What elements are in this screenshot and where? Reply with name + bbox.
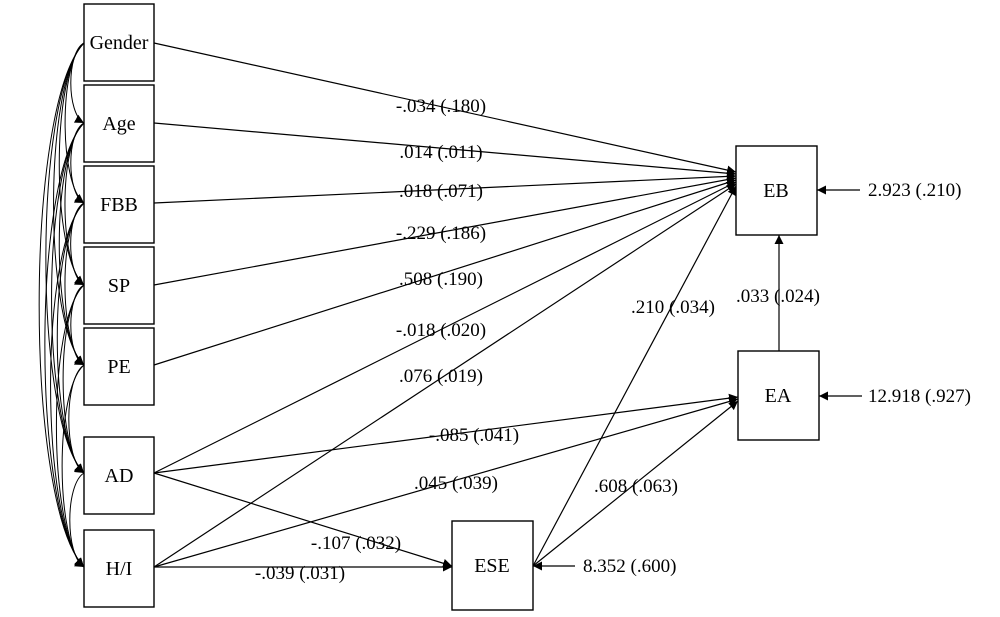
edge-label-ad-ese: -.107 (.032) (311, 533, 401, 554)
edge-label-ese-eb: .210 (.034) (631, 297, 715, 318)
node-label-ad: AD (105, 465, 134, 487)
edge-gender-eb (153, 42, 737, 175)
edge-age-eb (153, 122, 737, 178)
node-box-gender (83, 3, 155, 82)
edge-label-ad-eb: -.018 (.020) (396, 320, 486, 341)
node-box-fbb (83, 165, 155, 244)
covariance-arc (64, 193, 94, 366)
edge-label-sp-eb: -.229 (.186) (396, 223, 486, 244)
edge-labels: -.034 (.180) .014 (.011) .018 (.071) -.2… (255, 96, 971, 584)
edge-ad-eb (153, 181, 737, 474)
covariance-arc (61, 355, 94, 568)
node-box-ad (83, 436, 155, 515)
node-label-eb: EB (763, 180, 789, 202)
edge-label-ea-eb: .033 (.024) (736, 286, 820, 307)
covariance-arc (58, 33, 94, 286)
covariance-arc (64, 33, 94, 204)
node-box-age (83, 84, 155, 163)
covariance-arc (38, 33, 94, 568)
node-box-eb (735, 145, 818, 236)
covariance-arc (64, 113, 94, 286)
edge-label-hi-ese: -.039 (.031) (255, 563, 345, 584)
node-box-ea (737, 350, 820, 441)
covariance-arc (70, 114, 95, 204)
edge-ese-eb (532, 185, 737, 567)
node-label-ea: EA (765, 385, 792, 407)
edge-label-gender-eb: -.034 (.180) (396, 96, 486, 117)
edge-pe-eb (153, 178, 737, 366)
node-label-pe: PE (107, 356, 130, 378)
covariance-arc (68, 356, 95, 474)
node-label-hi: H/I (106, 558, 133, 580)
edge-label-age-eb: .014 (.011) (399, 142, 482, 163)
node-label-gender: Gender (90, 32, 149, 54)
covariance-arc (58, 113, 94, 366)
node-box-ese (451, 520, 534, 611)
covariance-arc (70, 276, 95, 366)
path-arrows (153, 42, 862, 572)
node-label-age: Age (102, 113, 135, 135)
edge-label-ad-ea: -.085 (.041) (429, 425, 519, 446)
node-label-fbb: FBB (100, 194, 138, 216)
edge-ad-ea (153, 393, 739, 474)
edge-label-pe-eb: .508 (.190) (399, 269, 483, 290)
covariance-arc (70, 34, 95, 124)
covariance-arc (70, 194, 95, 286)
edge-sp-eb (153, 175, 737, 286)
error-label-eb: 2.923 (.210) (868, 180, 961, 201)
covariance-arc (44, 113, 94, 568)
edge-label-fbb-eb: .018 (.071) (399, 181, 483, 202)
covariance-arc (45, 33, 94, 474)
node-box-pe (83, 327, 155, 406)
edge-ese-ea (532, 400, 739, 567)
edge-hi-ea (153, 397, 739, 568)
edge-ad-ese (153, 472, 453, 568)
error-label-ea: 12.918 (.927) (868, 386, 971, 407)
node-label-ese: ESE (474, 555, 510, 577)
edge-label-ese-ea: .608 (.063) (594, 476, 678, 497)
edge-label-hi-eb: .076 (.019) (399, 366, 483, 387)
node-box-sp (83, 246, 155, 325)
node-box-hi (83, 529, 155, 608)
edge-fbb-eb (153, 171, 737, 204)
covariance-arc (69, 464, 95, 568)
node-label-sp: SP (108, 275, 130, 297)
covariance-arcs (38, 33, 95, 568)
edge-label-hi-ea: .045 (.039) (414, 473, 498, 494)
error-label-ese: 8.352 (.600) (583, 556, 676, 577)
nodes: Gender Age FBB SP PE AD H/I EB EA ESE (83, 3, 820, 611)
